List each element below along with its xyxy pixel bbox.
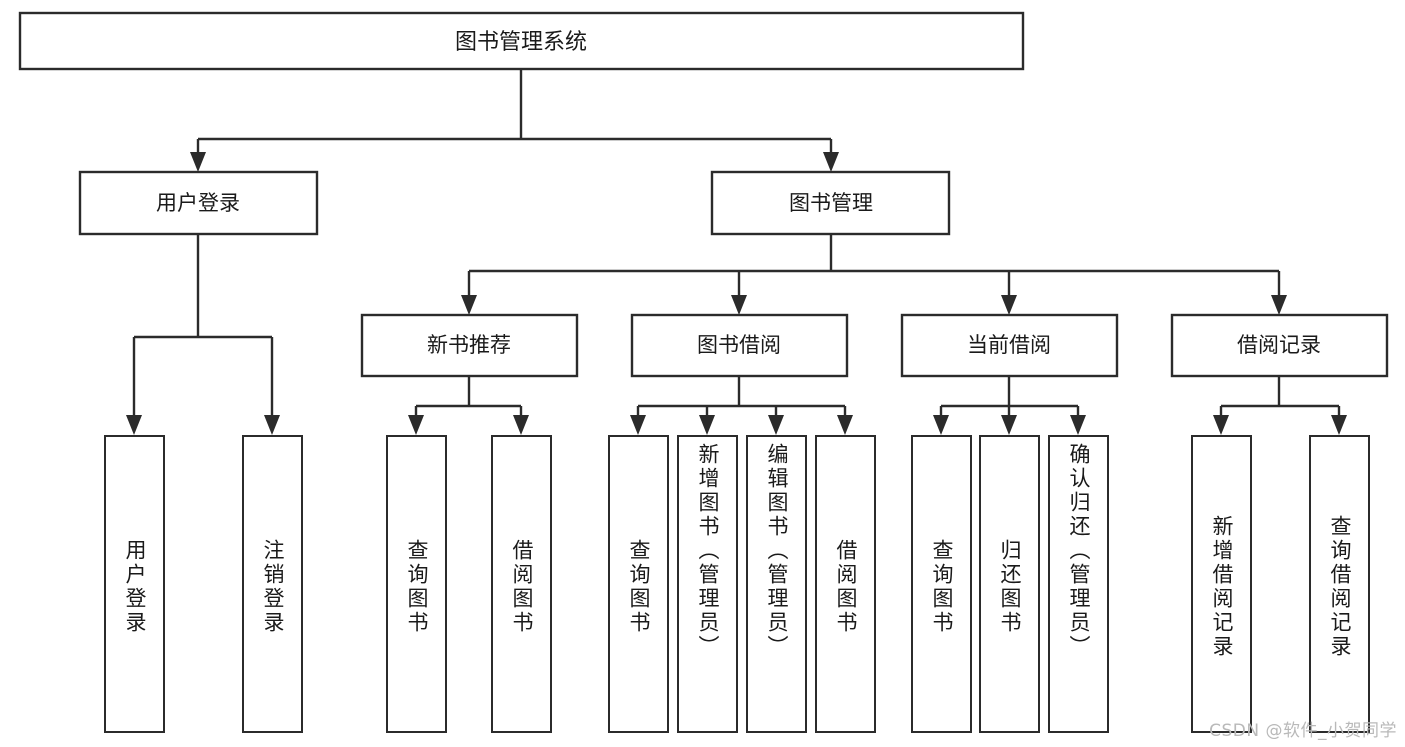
- node-new-book-recommend-label: 新书推荐: [427, 333, 511, 357]
- leaf-node-confirm-return-label: 确认归还（管理员）: [1067, 443, 1091, 659]
- node-book-borrow[interactable]: 图书借阅: [630, 313, 849, 378]
- leaf-node-add-record-label: 新增借阅记录: [1210, 515, 1234, 659]
- node-current-borrow-label: 当前借阅: [967, 333, 1051, 357]
- node-new-book-recommend[interactable]: 新书推荐: [360, 313, 579, 378]
- leaf-node-query-book-1-label: 查询图书: [405, 539, 429, 635]
- leaf-node-confirm-return[interactable]: 确认归还（管理员）: [1048, 435, 1109, 733]
- node-root-title-label: 图书管理系统: [455, 30, 587, 55]
- leaf-node-borrow-book-1[interactable]: 借阅图书: [491, 435, 552, 733]
- connector-new-book-recommend-to-leaves: [408, 376, 529, 435]
- leaf-node-logout-login[interactable]: 注销登录: [242, 435, 303, 733]
- leaf-node-borrow-book-1-label: 借阅图书: [510, 539, 534, 635]
- leaf-node-query-book-2-label: 查询图书: [627, 539, 651, 635]
- leaf-node-user-login[interactable]: 用户登录: [104, 435, 165, 733]
- leaf-node-return-book[interactable]: 归还图书: [979, 435, 1040, 733]
- leaf-node-borrow-book-2-label: 借阅图书: [834, 539, 858, 635]
- leaf-node-add-book[interactable]: 新增图书（管理员）: [677, 435, 738, 733]
- leaf-node-query-record[interactable]: 查询借阅记录: [1309, 435, 1370, 733]
- node-book-borrow-label: 图书借阅: [697, 333, 781, 357]
- node-borrow-record-label: 借阅记录: [1237, 333, 1321, 357]
- csdn-watermark: CSDN @软件_小贺同学: [1209, 721, 1397, 741]
- leaf-node-add-book-label: 新增图书（管理员）: [696, 443, 720, 659]
- leaf-node-return-book-label: 归还图书: [998, 539, 1022, 635]
- connector-borrow-record-to-leaves: [1213, 376, 1347, 435]
- connector-book-management-to-level3: [461, 234, 1287, 315]
- node-user-login-label: 用户登录: [156, 191, 240, 215]
- leaf-node-logout-login-label: 注销登录: [261, 539, 285, 635]
- node-current-borrow[interactable]: 当前借阅: [900, 313, 1119, 378]
- node-root-title[interactable]: 图书管理系统: [18, 11, 1025, 71]
- connector-root-to-level2: [190, 69, 839, 172]
- leaf-node-edit-book-label: 编辑图书（管理员）: [765, 443, 789, 659]
- node-book-management[interactable]: 图书管理: [710, 170, 951, 236]
- leaf-node-query-book-1[interactable]: 查询图书: [386, 435, 447, 733]
- connector-user-login-to-leaves: [126, 234, 280, 435]
- leaf-node-query-record-label: 查询借阅记录: [1328, 515, 1352, 659]
- connector-current-borrow-to-leaves: [933, 376, 1086, 435]
- leaf-node-edit-book[interactable]: 编辑图书（管理员）: [746, 435, 807, 733]
- leaf-node-query-book-3[interactable]: 查询图书: [911, 435, 972, 733]
- leaf-node-user-login-label: 用户登录: [123, 539, 147, 635]
- connector-book-borrow-to-leaves: [630, 376, 853, 435]
- node-user-login[interactable]: 用户登录: [78, 170, 319, 236]
- node-book-management-label: 图书管理: [789, 191, 873, 215]
- node-borrow-record[interactable]: 借阅记录: [1170, 313, 1389, 378]
- leaf-node-query-book-2[interactable]: 查询图书: [608, 435, 669, 733]
- leaf-node-add-record[interactable]: 新增借阅记录: [1191, 435, 1252, 733]
- leaf-node-query-book-3-label: 查询图书: [930, 539, 954, 635]
- leaf-node-borrow-book-2[interactable]: 借阅图书: [815, 435, 876, 733]
